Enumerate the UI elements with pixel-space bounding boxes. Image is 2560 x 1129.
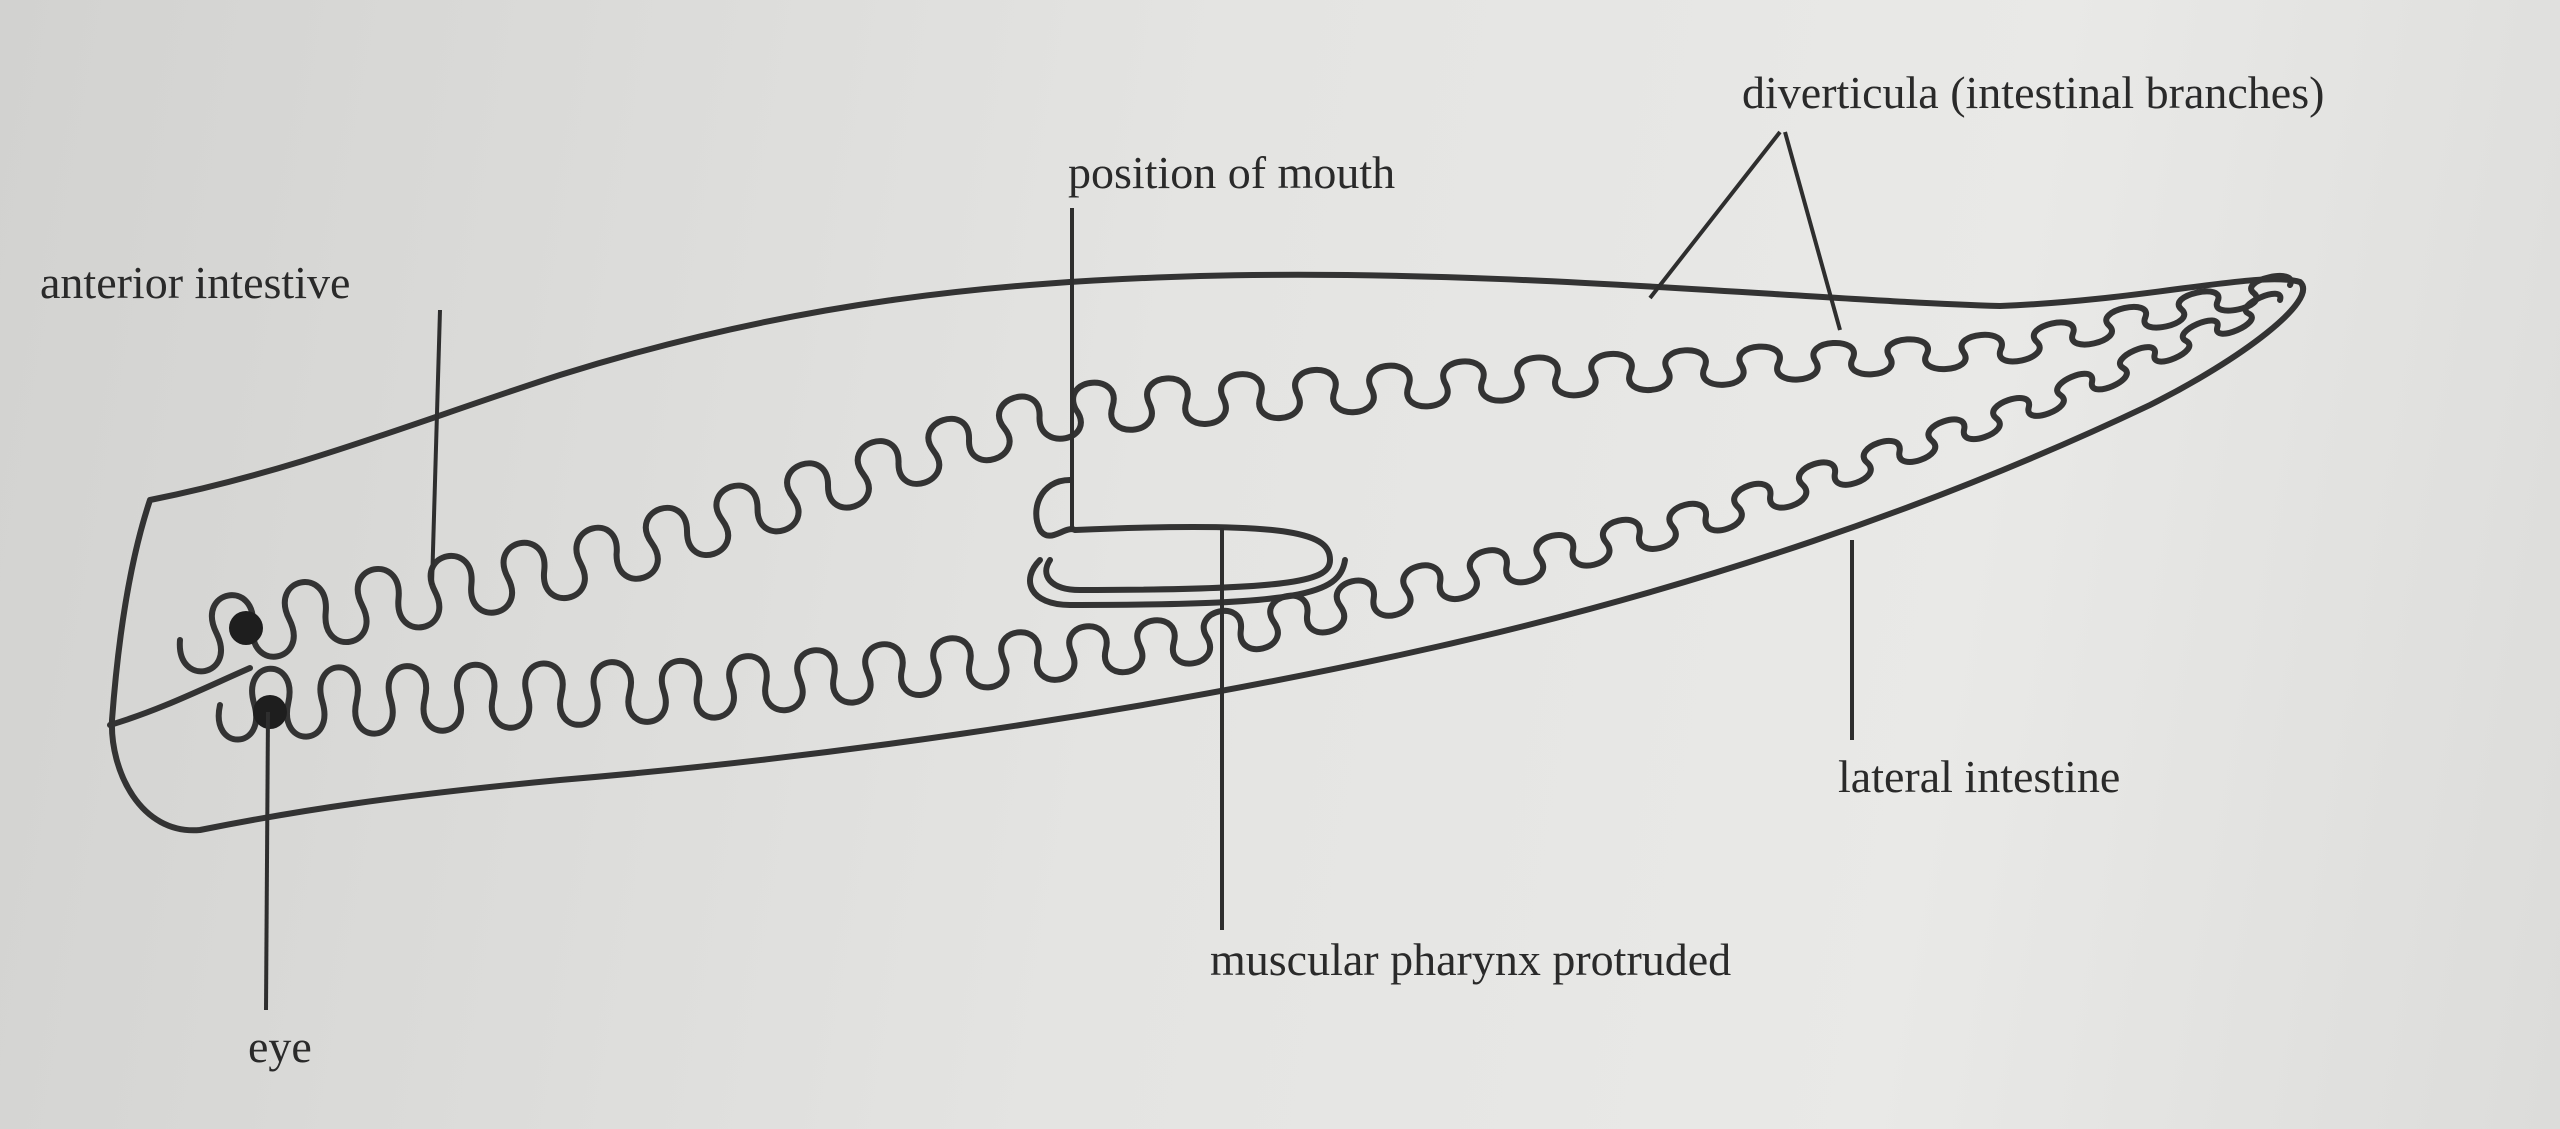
anterior-intestine-branch [176, 272, 2294, 675]
label-pharynx: muscular pharynx protruded [1210, 934, 1731, 985]
label-mouth: position of mouth [1068, 147, 1395, 198]
label-diverticula: diverticula (intestinal branches) [1742, 67, 2324, 118]
median-gut-line [107, 665, 253, 728]
lateral-intestine-branch [215, 290, 2284, 743]
leader-anterior [430, 309, 442, 586]
pharynx-loop [1027, 477, 1348, 608]
label-eye: eye [248, 1021, 312, 1072]
leader-diverticula-2 [1783, 131, 1842, 331]
eye-left-lower [253, 695, 287, 729]
label-anterior: anterior intestive [40, 257, 350, 308]
eye-left-upper [229, 611, 263, 645]
leader-diverticula-1 [1648, 130, 1782, 300]
body-outline [108, 271, 2306, 834]
label-lateral: lateral intestine [1838, 751, 2120, 802]
leader-eye [264, 711, 270, 1011]
